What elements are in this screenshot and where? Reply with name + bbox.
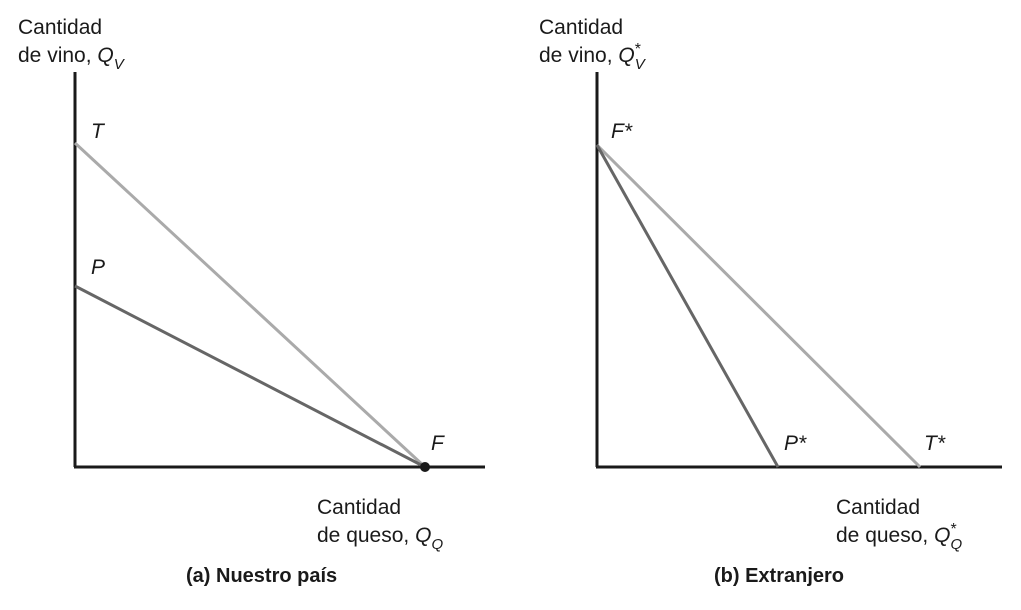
- panel-a-x-axis-label: Cantidad de queso, QQ: [317, 494, 444, 553]
- panel-a-x-label-line1: Cantidad: [317, 496, 402, 519]
- panel-b-x-axis-label: Cantidad de queso, Q*Q: [836, 494, 964, 553]
- panel-b-point-F-label: F*: [611, 120, 632, 143]
- panel-b-y-label-line1: Cantidad: [539, 16, 624, 39]
- panel-b-y-axis-label: Cantidad de vino, Q*V: [539, 14, 649, 73]
- panel-a-point-T-label: T: [91, 120, 104, 143]
- panel-a-point-P-label: P: [91, 256, 106, 279]
- panel-a-point-F-label: F: [431, 432, 444, 455]
- panel-b-y-label-line2: de vino, Q*V: [539, 41, 645, 73]
- panel-b-line-T: [595, 143, 922, 469]
- panel-a-line-P: [74, 284, 426, 469]
- panel-a-x-label-line2: de queso, QQ: [317, 524, 444, 553]
- panel-b-x-label-line1: Cantidad: [836, 496, 921, 519]
- panel-a-point-F-dot: [420, 462, 430, 472]
- panel-a-y-label-line1: Cantidad: [18, 16, 103, 39]
- panel-b-line-P: [595, 144, 780, 468]
- panel-a-caption: (a) Nuestro país: [186, 565, 338, 587]
- panel-b-x-label-line2: de queso, Q*Q: [836, 521, 963, 553]
- panel-a-y-label-line2: de vino, QV: [18, 44, 124, 73]
- panel-b-caption: (b) Extranjero: [714, 565, 845, 587]
- panel-b-point-P-label: P*: [784, 432, 807, 455]
- panel-a-y-axis-label: Cantidad de vino, QV: [18, 14, 124, 73]
- panel-a-line-T: [73, 141, 427, 469]
- panel-b-point-T-label: T*: [924, 432, 945, 455]
